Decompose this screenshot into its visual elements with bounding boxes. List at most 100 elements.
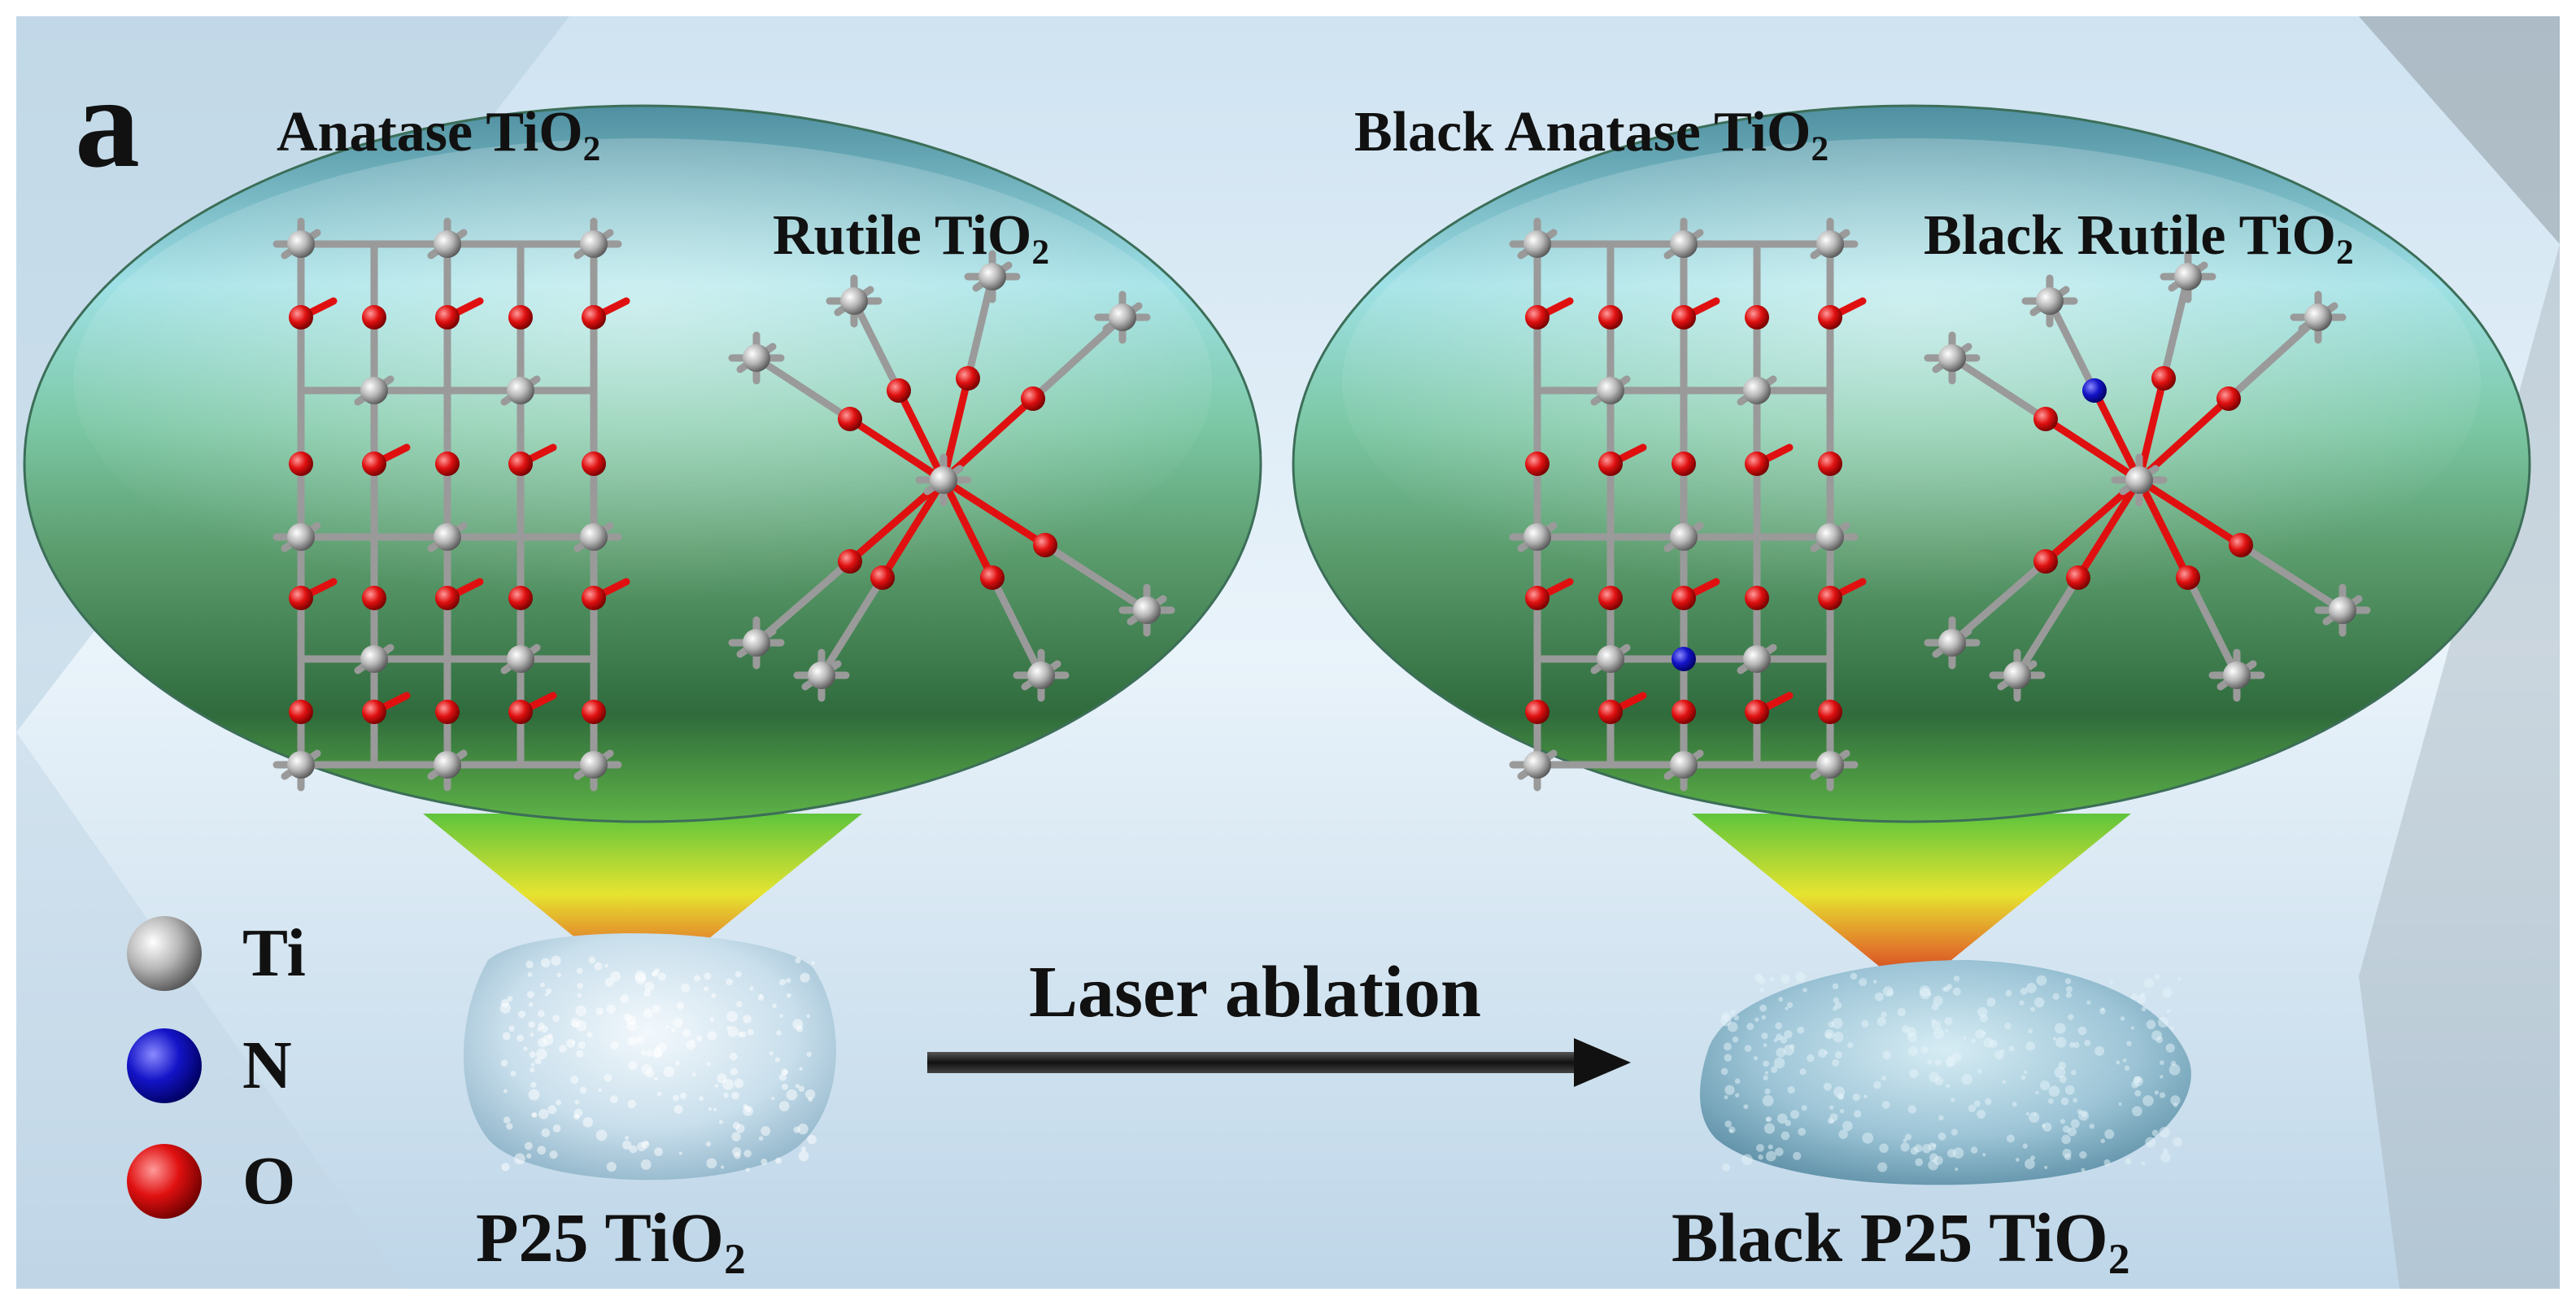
titanium-atom [580, 523, 608, 551]
left-bubble [23, 104, 1262, 993]
oxygen-atom [1745, 586, 1769, 610]
oxygen-atom [582, 452, 606, 476]
legend-o-ball [127, 1144, 202, 1219]
oxygen-atom [362, 452, 386, 476]
titanium-atom [1523, 523, 1551, 551]
p25-powder [464, 933, 836, 1181]
oxygen-atom [1672, 452, 1696, 476]
oxygen-atom [289, 586, 313, 610]
oxygen-atom [508, 700, 533, 724]
legend-o-label: O [242, 1143, 296, 1219]
left-anatase-structure [272, 217, 630, 792]
oxygen-atom [1672, 305, 1696, 330]
right-anatase-label: Black Anatase TiO2 [1354, 101, 1829, 169]
oxygen-atom [1745, 305, 1769, 330]
nitrogen-atom [1672, 647, 1696, 671]
titanium-atom [1670, 751, 1698, 779]
oxygen-atom [1672, 700, 1696, 724]
oxygen-atom [2229, 533, 2253, 557]
titanium-atom [1109, 303, 1136, 331]
titanium-atom [287, 523, 315, 551]
right-anatase-structure [1509, 217, 1867, 792]
titanium-atom [580, 751, 608, 779]
oxygen-atom [289, 452, 313, 476]
oxygen-atom [435, 586, 460, 610]
titanium-atom [1938, 344, 1966, 372]
oxygen-atom [2151, 366, 2176, 391]
oxygen-atom [2066, 565, 2090, 590]
oxygen-atom [1818, 452, 1842, 476]
titanium-atom [1938, 629, 1966, 657]
oxygen-atom [582, 700, 606, 724]
oxygen-atom [362, 586, 386, 610]
oxygen-atom [838, 549, 862, 574]
titanium-atom [979, 263, 1006, 290]
titanium-atom [743, 344, 770, 372]
oxygen-atom [887, 378, 911, 403]
titanium-atom [580, 230, 608, 258]
oxygen-atom [1525, 586, 1550, 610]
right-bubble [1292, 104, 2531, 993]
titanium-atom [743, 629, 770, 657]
oxygen-atom [2176, 565, 2200, 590]
titanium-atom [2329, 596, 2356, 624]
oxygen-atom [1818, 700, 1842, 724]
oxygen-atom [1598, 452, 1623, 476]
oxygen-atom [362, 305, 386, 330]
titanium-atom [360, 645, 388, 673]
oxygen-atom [2033, 407, 2058, 431]
titanium-atom [434, 523, 461, 551]
oxygen-atom [362, 700, 386, 724]
oxygen-atom [582, 305, 606, 330]
titanium-atom [2223, 661, 2251, 689]
left-rutile-label: Rutile TiO2 [773, 204, 1050, 273]
titanium-atom [930, 466, 957, 494]
oxygen-atom [289, 305, 313, 330]
oxygen-atom [838, 407, 862, 431]
oxygen-atom [1525, 700, 1550, 724]
titanium-atom [1670, 230, 1698, 258]
oxygen-atom [870, 565, 895, 590]
legend-ti-label: Ti [242, 915, 306, 991]
oxygen-atom [435, 452, 460, 476]
oxygen-atom [1021, 386, 1045, 411]
oxygen-atom [289, 700, 313, 724]
titanium-atom [1027, 661, 1055, 689]
black-p25-powder [1700, 960, 2191, 1185]
titanium-atom [1816, 751, 1844, 779]
titanium-atom [507, 645, 534, 673]
titanium-atom [1743, 377, 1771, 404]
titanium-atom [287, 230, 315, 258]
oxygen-atom [435, 305, 460, 330]
oxygen-atom [1525, 305, 1550, 330]
titanium-atom [1523, 230, 1551, 258]
titanium-atom [840, 287, 868, 315]
titanium-atom [360, 377, 388, 404]
titanium-atom [1597, 377, 1624, 404]
titanium-atom [808, 661, 835, 689]
oxygen-atom [1598, 700, 1623, 724]
oxygen-atom [2033, 549, 2058, 574]
oxygen-atom [1745, 700, 1769, 724]
oxygen-atom [1818, 305, 1842, 330]
titanium-atom [1816, 523, 1844, 551]
oxygen-atom [1598, 305, 1623, 330]
oxygen-atom [508, 586, 533, 610]
laser-ablation-arrow [927, 1038, 1631, 1087]
nitrogen-atom [2082, 378, 2107, 403]
oxygen-atom [1033, 533, 1057, 557]
titanium-atom [287, 751, 315, 779]
black-p25-label: Black P25 TiO2 [1672, 1198, 2130, 1283]
right-rutile-label: Black Rutile TiO2 [1924, 204, 2354, 273]
left-rutile-structure [728, 250, 1175, 702]
panel-label: a [75, 50, 140, 194]
legend-ti-ball [127, 916, 202, 991]
oxygen-atom [1525, 452, 1550, 476]
right-rutile-structure [1924, 250, 2371, 702]
titanium-atom [1523, 751, 1551, 779]
legend [127, 916, 202, 1219]
titanium-atom [2174, 263, 2202, 290]
titanium-atom [434, 230, 461, 258]
oxygen-atom [435, 700, 460, 724]
